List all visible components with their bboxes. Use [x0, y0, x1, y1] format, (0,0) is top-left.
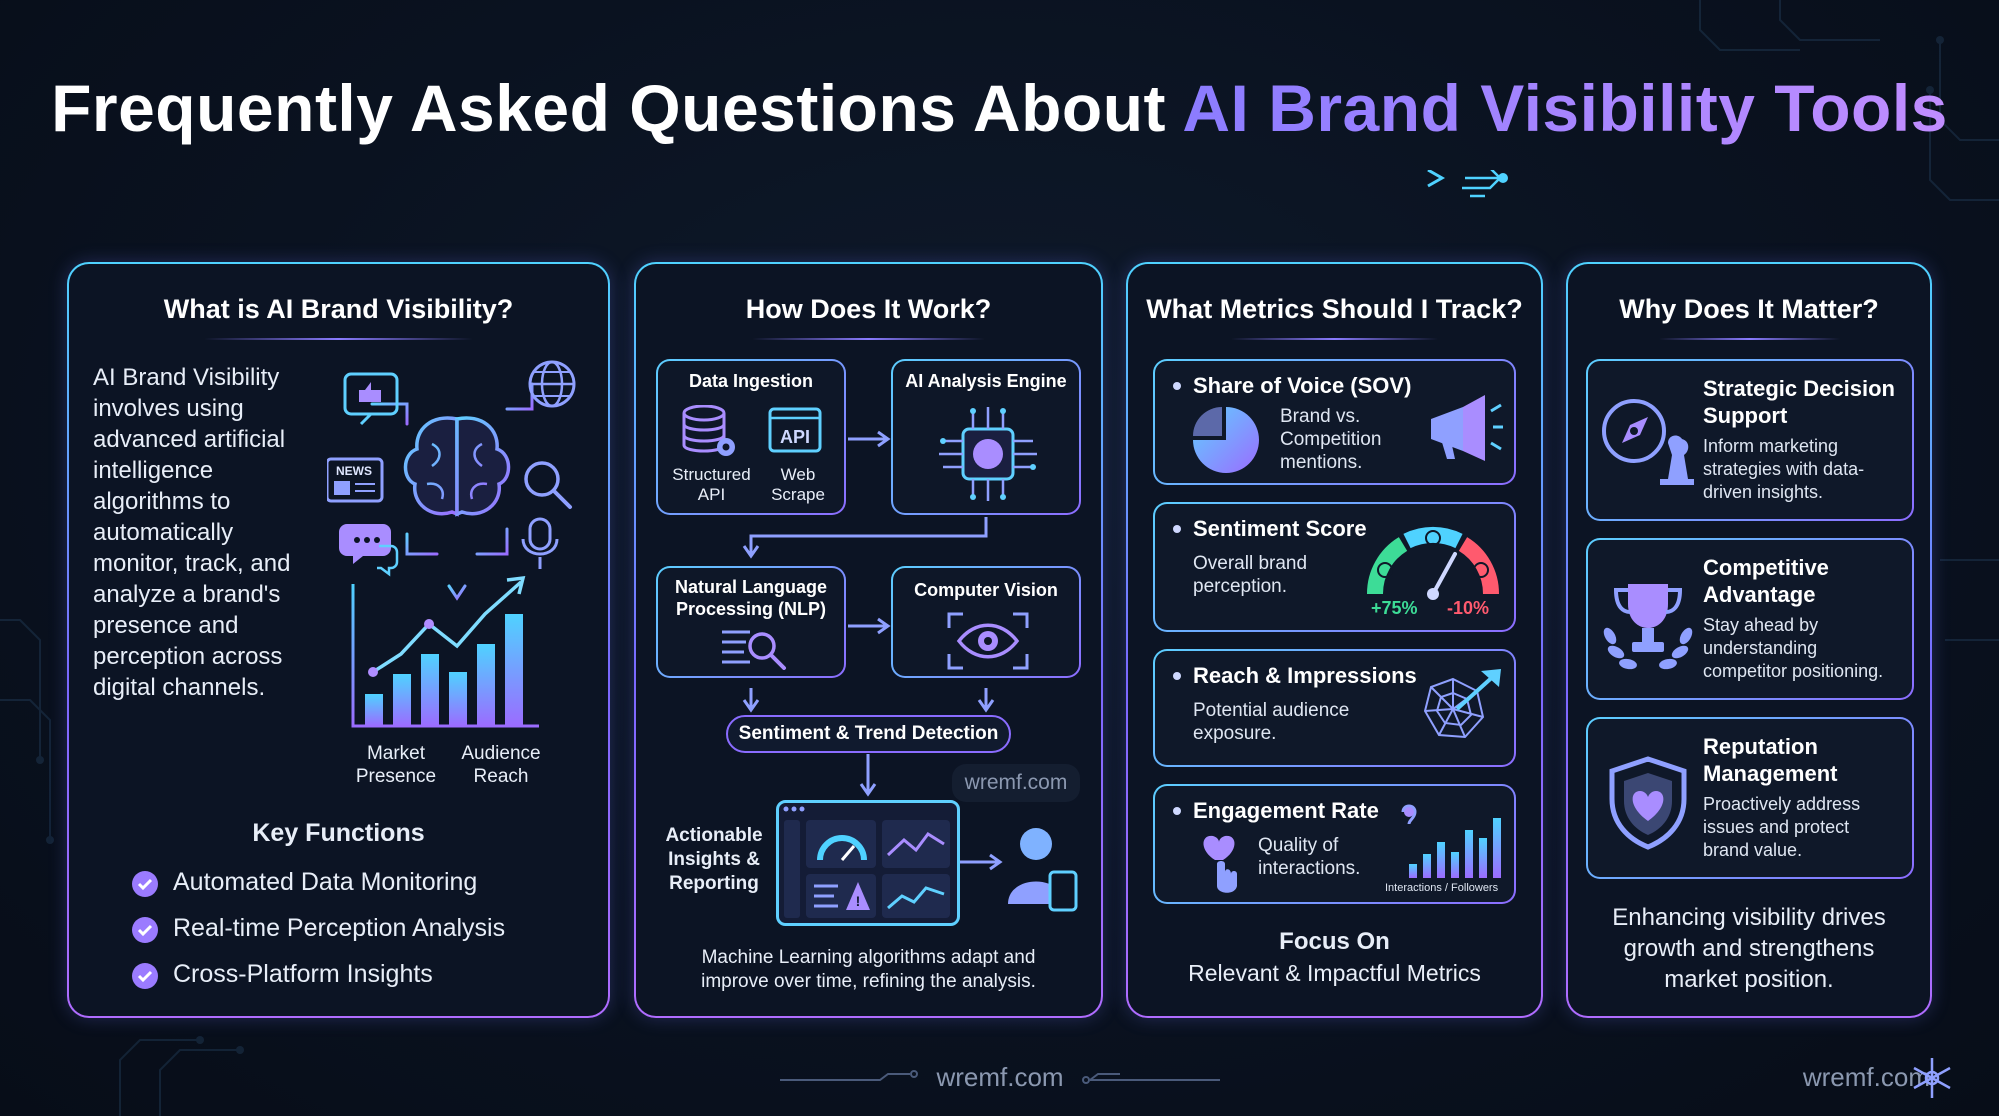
snowflake-icon — [1913, 1058, 1951, 1098]
panel-metrics: What Metrics Should I Track? Share of Vo… — [1126, 262, 1543, 1018]
focus-on-subtitle: Relevant & Impactful Metrics — [1188, 960, 1481, 986]
news-icon: NEWS — [327, 457, 384, 503]
svg-text:!: ! — [856, 893, 861, 909]
check-circle-icon — [132, 917, 158, 943]
footer-watermark-right: wremf.com — [1802, 1062, 1930, 1092]
database-gear-icon — [682, 405, 735, 456]
brain-icon — [403, 416, 511, 517]
title-main: Frequently Asked Questions About — [51, 71, 1183, 145]
watermark: wremf.com — [952, 764, 1080, 802]
engagement-bar-icon — [1401, 804, 1501, 878]
svg-text:API: API — [780, 427, 810, 447]
title-accent: AI Brand Visibility Tools — [1182, 71, 1948, 145]
ai-analysis-engine-box: AI Analysis Engine — [891, 359, 1081, 515]
growth-chart-illustration — [351, 575, 539, 728]
sentiment-gauge-icon — [1366, 526, 1500, 600]
heading-divider — [752, 338, 985, 340]
dashboard-illustration: ! — [776, 800, 960, 926]
check-circle-icon — [132, 963, 158, 989]
panel-heading: What is AI Brand Visibility? — [163, 294, 514, 324]
shield-heart-icon — [1609, 756, 1687, 850]
engagement-chart-caption: Interactions / Followers — [1385, 882, 1499, 894]
web-network-arrow-icon — [1423, 669, 1501, 739]
search-icon — [524, 461, 572, 509]
pie-chart-icon — [1193, 407, 1259, 473]
footer-watermark-center: wremf.com — [936, 1062, 1064, 1092]
heading-divider — [203, 338, 474, 340]
flow-arrows — [742, 430, 1003, 871]
sentiment-trend-pill: Sentiment & Trend Detection — [726, 715, 1011, 753]
user-device-icon — [1008, 828, 1078, 912]
panel-heading: What Metrics Should I Track? — [1146, 294, 1523, 324]
positive-value: +75% — [1371, 598, 1418, 618]
brain-network-illustration: NEWS — [327, 360, 576, 601]
panel-heading: How Does It Work? — [745, 294, 992, 324]
trophy-laurel-icon — [1603, 584, 1693, 670]
microphone-icon — [521, 517, 559, 569]
computer-vision-box: Computer Vision — [891, 566, 1081, 678]
heading-divider — [1231, 338, 1438, 340]
metric-share-of-voice: Share of Voice (SOV) Brand vs.Competitio… — [1153, 359, 1516, 485]
like-icon — [343, 372, 399, 426]
api-window-icon: API — [768, 407, 822, 453]
heading-divider — [1658, 338, 1840, 340]
ai-chip-brain-icon — [939, 407, 1037, 501]
panel-heading: Why Does It Matter? — [1619, 294, 1879, 324]
title-arrow-line — [470, 170, 1508, 198]
megaphone-icon — [1431, 395, 1503, 461]
footer-lines — [780, 1070, 1220, 1084]
negative-value: -10% — [1447, 598, 1490, 618]
key-functions-heading: Key Functions — [252, 819, 425, 847]
heart-tap-icon — [1203, 835, 1237, 893]
panel-what-is: What is AI Brand Visibility? AI Brand Vi… — [67, 262, 610, 1018]
page-title: Frequently Asked Questions About AI Bran… — [0, 70, 1999, 146]
svg-text:NEWS: NEWS — [336, 464, 372, 478]
check-circle-icon — [132, 871, 158, 897]
eye-icon — [947, 612, 1029, 670]
globe-icon — [528, 360, 576, 408]
panel-how-it-works: How Does It Work? Data Ingestion API Str… — [634, 262, 1103, 1018]
document-search-icon — [722, 630, 786, 670]
focus-on-title: Focus On — [1279, 928, 1390, 955]
chat-icon — [339, 524, 399, 577]
compass-chess-icon — [1602, 399, 1694, 485]
